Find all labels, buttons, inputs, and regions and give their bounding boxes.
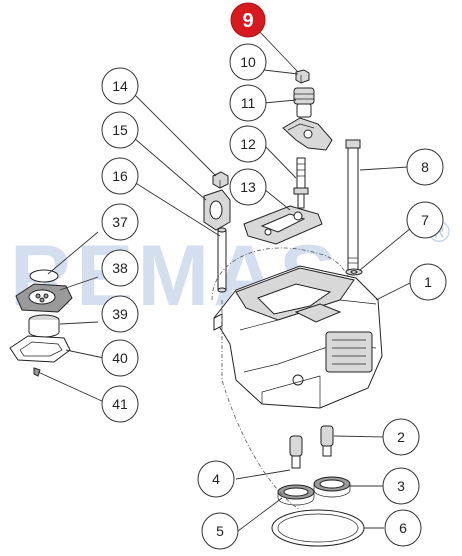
- callout-label: 16: [112, 168, 128, 184]
- callout-6[interactable]: 6: [384, 509, 422, 547]
- callout-3[interactable]: 3: [382, 467, 420, 505]
- part-3-valve-seat: [313, 476, 351, 498]
- part-5-valve-seat: [277, 484, 315, 506]
- callout-label: 37: [112, 214, 128, 230]
- callout-10[interactable]: 10: [229, 43, 267, 81]
- highlight-label: 9: [242, 10, 253, 32]
- part-11-rocker-arm: [282, 117, 333, 151]
- callout-9-highlight[interactable]: 9: [230, 2, 299, 73]
- callout-2[interactable]: 2: [382, 418, 420, 456]
- part-7-washer: [345, 268, 363, 276]
- part-10-adjuster: [293, 87, 315, 118]
- callout-39[interactable]: 39: [101, 295, 139, 333]
- callout-13[interactable]: 13: [229, 168, 267, 206]
- callout-label: 41: [112, 396, 128, 412]
- callout-label: 3: [397, 478, 405, 494]
- callout-label: 38: [112, 260, 128, 276]
- callout-label: 40: [112, 350, 128, 366]
- callout-label: 13: [240, 179, 256, 195]
- callout-label: 8: [421, 159, 429, 175]
- callout-12[interactable]: 12: [229, 125, 267, 163]
- callout-label: 39: [112, 306, 128, 322]
- part-1-cylinder-head: [211, 247, 383, 409]
- callout-label: 6: [399, 520, 407, 536]
- callout-15[interactable]: 15: [101, 111, 139, 149]
- callout-5[interactable]: 5: [201, 512, 239, 550]
- part-38-plate: [15, 283, 73, 313]
- part-40-gasket: [9, 335, 71, 363]
- part-16-pushrod: [217, 227, 227, 293]
- part-8-head-bolt: [345, 139, 361, 271]
- callout-label: 7: [421, 212, 429, 228]
- highlight-badge: [230, 2, 266, 38]
- callout-41[interactable]: 41: [101, 385, 139, 423]
- callout-40[interactable]: 40: [101, 339, 139, 377]
- callout-1[interactable]: 1: [409, 263, 447, 301]
- callout-37[interactable]: 37: [101, 203, 139, 241]
- part-15-bracket: [203, 189, 231, 231]
- callout-7[interactable]: 7: [406, 201, 444, 239]
- callout-label: 2: [397, 429, 405, 445]
- part-41-screw: [33, 367, 41, 377]
- callout-label: 14: [112, 78, 128, 94]
- callout-label: 10: [240, 54, 256, 70]
- callout-label: 5: [216, 523, 224, 539]
- callout-4[interactable]: 4: [197, 460, 235, 498]
- part-12-stud: [293, 157, 309, 209]
- part-4-valve-guide: [289, 435, 303, 469]
- part-13-guide-plate: [243, 205, 323, 245]
- assembly-line: [221, 300, 301, 511]
- callout-8[interactable]: 8: [406, 148, 444, 186]
- part-2-valve-guide: [320, 425, 334, 457]
- part-9-nut: [295, 69, 310, 84]
- callout-label: 15: [112, 122, 128, 138]
- callout-11[interactable]: 11: [229, 84, 267, 122]
- leader-lines: [37, 69, 413, 532]
- callout-14[interactable]: 14: [101, 67, 139, 105]
- part-6-head-gasket: [271, 509, 365, 547]
- callout-16[interactable]: 16: [101, 157, 139, 195]
- callout-label: 4: [212, 471, 220, 487]
- callout-label: 12: [240, 136, 256, 152]
- callout-label: 1: [424, 274, 432, 290]
- callout-38[interactable]: 38: [101, 249, 139, 287]
- callout-label: 11: [241, 95, 256, 111]
- part-39-filter: [28, 314, 60, 338]
- part-37-disc: [29, 269, 59, 283]
- part-14-nut: [212, 171, 229, 189]
